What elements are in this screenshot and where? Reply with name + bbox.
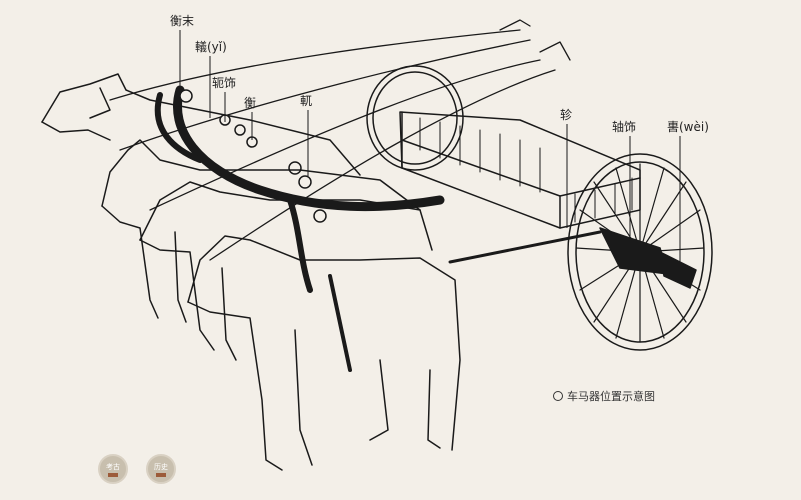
label-yangshi: 轭饰: [212, 76, 237, 90]
label-wei: 軎(wèi): [667, 120, 709, 134]
horse-inner-near: [139, 181, 433, 361]
figure-caption: 车马器位置示意图: [553, 388, 655, 404]
history-badge: 历史: [146, 454, 176, 484]
horse-outer-far: [41, 73, 361, 176]
reins: [109, 19, 571, 261]
horse-outer-near: [187, 235, 461, 471]
leader-lines: [179, 30, 681, 268]
label-e: 軏: [300, 94, 313, 108]
history-badge-icon: [156, 472, 166, 477]
history-badge-label: 历史: [154, 462, 168, 471]
archaeology-badge: 考古: [98, 454, 128, 484]
horse-inner-far: [101, 139, 421, 323]
axle: [448, 227, 697, 289]
label-hengmo: 衡末: [170, 14, 195, 28]
label-yi: 轙(yǐ): [195, 40, 227, 54]
label-zhen: 轸: [560, 108, 573, 122]
archaeology-badge-icon: [108, 472, 118, 477]
yoke-and-pole: [154, 85, 445, 293]
label-heng: 衡: [244, 96, 257, 110]
far-wheel: [366, 65, 464, 171]
carriage-box: [399, 111, 641, 229]
caption-text: 车马器位置示意图: [567, 390, 655, 403]
label-zhoushi: 轴饰: [612, 120, 637, 134]
archaeology-badge-label: 考古: [106, 462, 120, 471]
circle-bullet-icon: [553, 391, 563, 401]
